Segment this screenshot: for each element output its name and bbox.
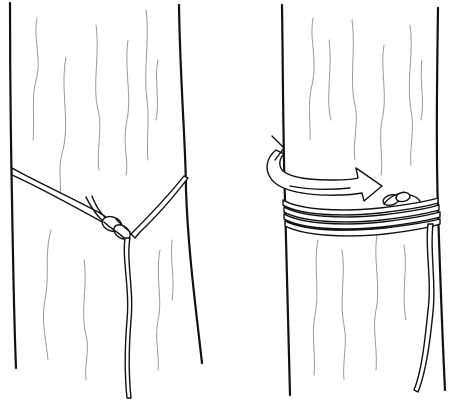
right-rope-coils	[283, 198, 440, 236]
right-rope-tail	[414, 224, 434, 392]
left-figure	[10, 3, 202, 398]
left-trunk-left-edge	[10, 3, 16, 368]
left-rope-band-right	[131, 176, 188, 238]
left-knot	[86, 196, 133, 242]
right-figure	[267, 5, 445, 395]
left-rope-tail	[124, 238, 131, 398]
